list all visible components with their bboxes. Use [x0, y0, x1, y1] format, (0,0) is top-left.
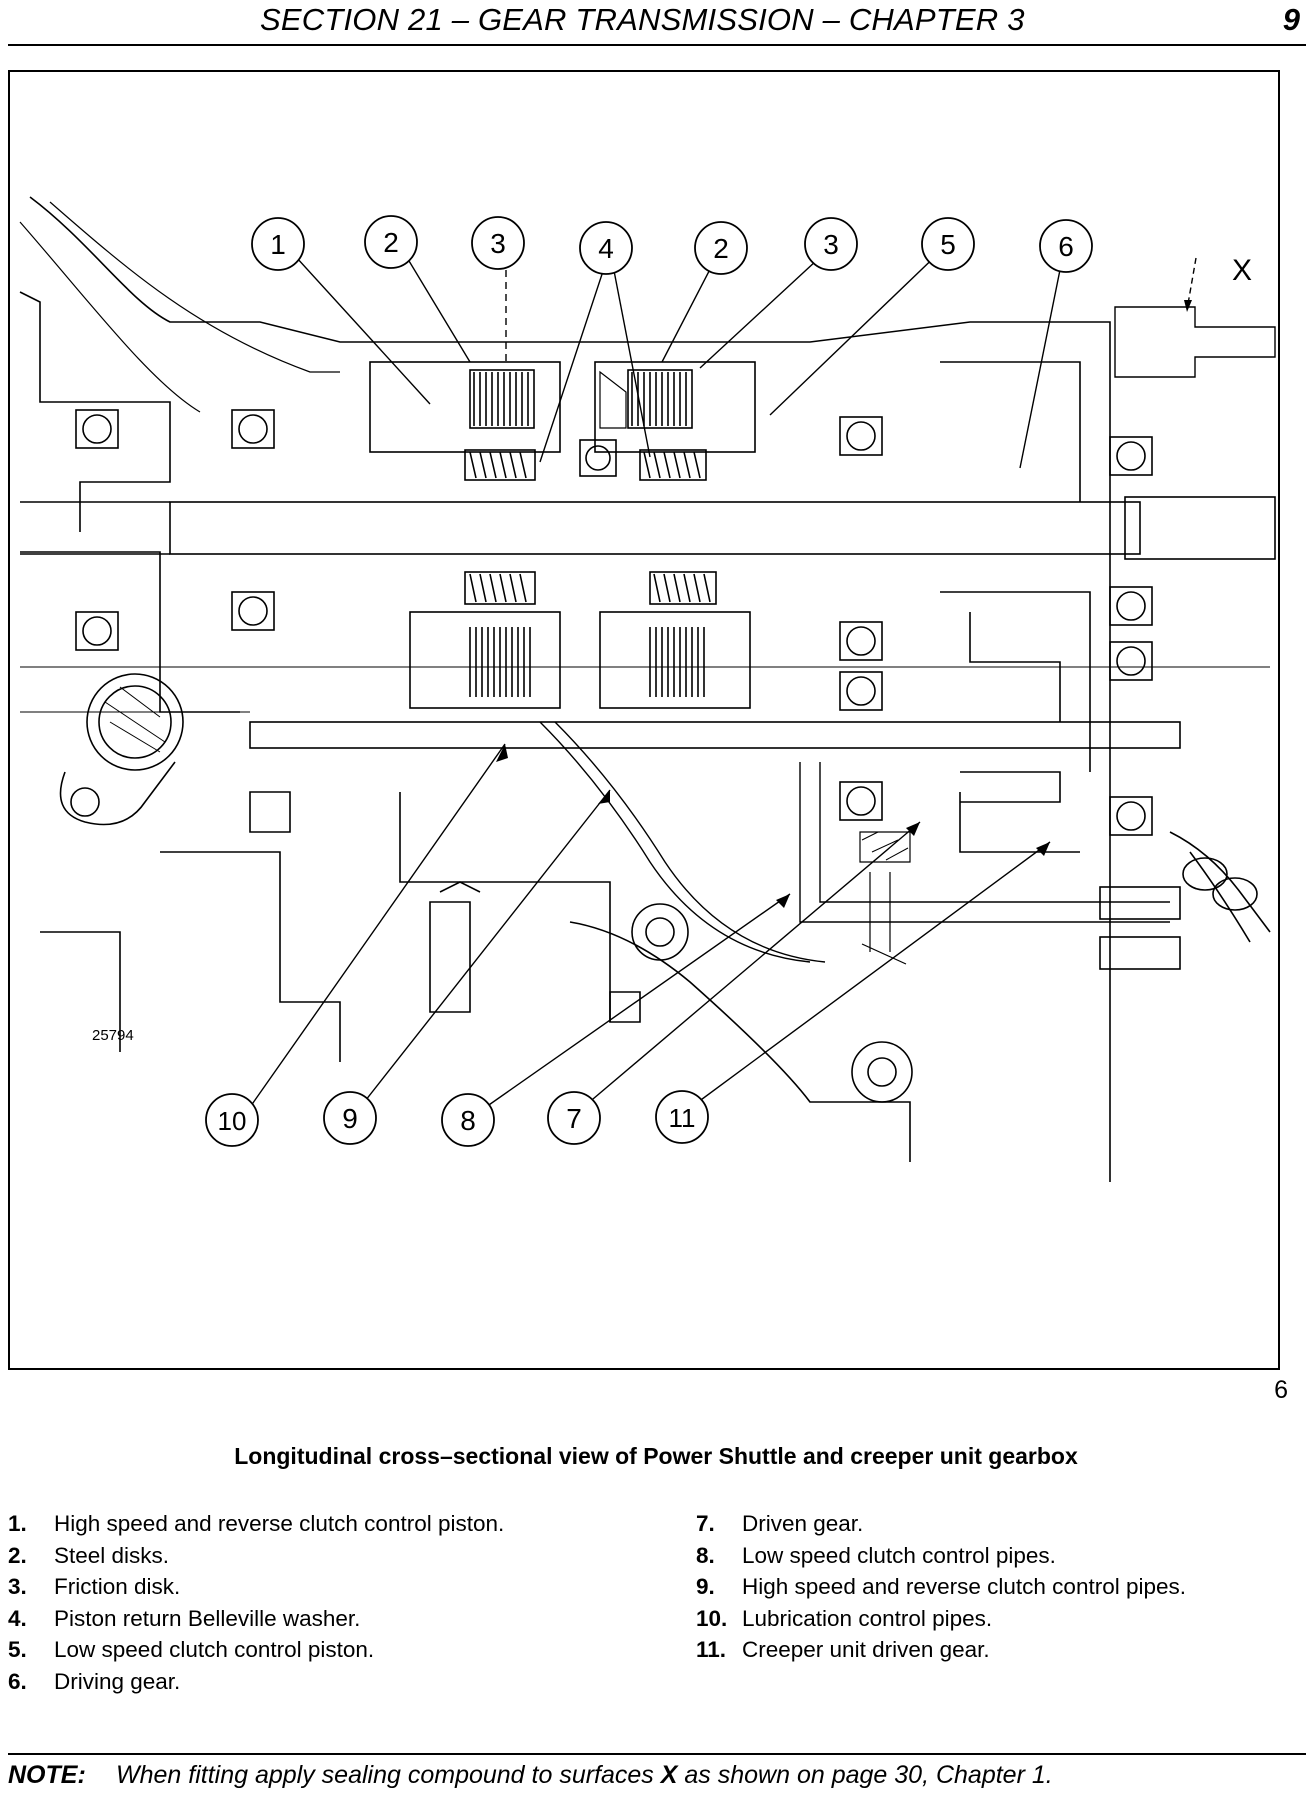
- callout-6: 6: [1058, 231, 1074, 262]
- lower-housing: [40, 792, 911, 1162]
- legend-item: 9.High speed and reverse clutch control …: [696, 1574, 1187, 1599]
- callout-8: 8: [460, 1105, 476, 1136]
- legend-left-column: 1.High speed and reverse clutch control …: [8, 1508, 678, 1697]
- housing-outline-top: [29, 196, 1111, 1182]
- callout-labels: 1 2 3 4 2 3 5 6 10 9 8 7 11 X 25794: [92, 227, 1252, 1136]
- section-title: SECTION 21 – GEAR TRANSMISSION – CHAPTER…: [260, 2, 1025, 37]
- callout-5: 5: [940, 229, 956, 260]
- cross-section-figure: 1 2 3 4 2 3 5 6 10 9 8 7 11 X 25794: [8, 70, 1280, 1370]
- note-label: NOTE:: [8, 1761, 86, 1789]
- legend-item: 1.High speed and reverse clutch control …: [8, 1511, 505, 1536]
- leader-arrowheads: [496, 744, 1050, 908]
- page-number: 9: [1282, 2, 1300, 37]
- lower-shaft: [249, 721, 1181, 749]
- callout-10: 10: [218, 1106, 247, 1136]
- note-box: NOTE: When fitting apply sealing compound…: [8, 1753, 1306, 1795]
- callout-11: 11: [669, 1103, 696, 1133]
- legend-item: 6.Driving gear.: [8, 1668, 181, 1694]
- leader-lines: [247, 245, 1065, 1115]
- legend-item: 2.Steel disks.: [8, 1542, 170, 1568]
- legend-item: 8.Low speed clutch control pipes.: [696, 1542, 1056, 1568]
- main-shaft: [169, 501, 1141, 555]
- control-pipe-9: [539, 721, 811, 963]
- legend-item: 11.Creeper unit driven gear.: [696, 1637, 990, 1662]
- clutch-pack-upper-1: [369, 361, 561, 481]
- right-gear-block: [940, 361, 1091, 853]
- callout-circles: [205, 215, 1093, 1147]
- callout-1: 1: [270, 229, 286, 260]
- drawing-number: 25794: [92, 1027, 134, 1044]
- clutch-pack-upper-2: [594, 361, 756, 481]
- legend-item: 3.Friction disk.: [8, 1574, 181, 1599]
- legend-item: 4.Piston return Belleville washer.: [8, 1605, 361, 1631]
- callout-4: 4: [598, 233, 614, 264]
- callout-2a: 2: [383, 227, 399, 258]
- callout-3a: 3: [490, 228, 506, 259]
- note-surface-term: X: [660, 1761, 678, 1789]
- legend-item: 5.Low speed clutch control piston.: [8, 1637, 375, 1662]
- gearbox-drawing: 1 2 3 4 2 3 5 6 10 9 8 7 11 X 25794: [19, 196, 1276, 1182]
- control-pipe-8: [799, 762, 1170, 923]
- figure-caption: Longitudinal cross–sectional view of Pow…: [234, 1443, 1078, 1469]
- legend-item: 10.Lubrication control pipes.: [696, 1605, 993, 1631]
- selector-shaft: [86, 673, 184, 771]
- figure-number: 6: [1274, 1376, 1288, 1404]
- note-text: When fitting apply sealing compound to s…: [116, 1761, 1053, 1789]
- callout-2b: 2: [713, 233, 729, 264]
- callout-7: 7: [566, 1103, 582, 1134]
- callout-9: 9: [342, 1103, 358, 1134]
- clutch-pack-lower: [409, 571, 751, 709]
- surface-x-marker: X: [1232, 254, 1252, 287]
- legend-right-column: 7.Driven gear. 8.Low speed clutch contro…: [696, 1508, 1306, 1666]
- page-header: SECTION 21 – GEAR TRANSMISSION – CHAPTER…: [8, 0, 1306, 46]
- legend-item: 7.Driven gear.: [696, 1511, 864, 1536]
- callout-3b: 3: [823, 229, 839, 260]
- bearings: [75, 409, 1153, 836]
